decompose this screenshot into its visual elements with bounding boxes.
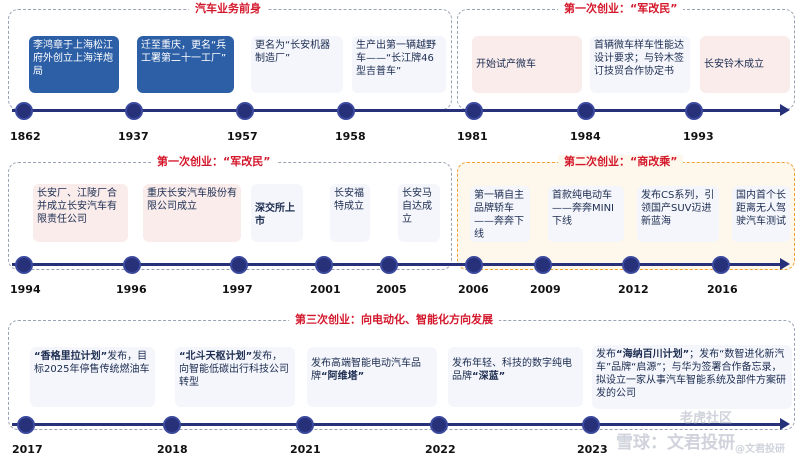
event-box: 长安厂、江陵厂合并成立长安汽车有限责任公司 — [33, 184, 128, 242]
timeline-arrow-icon — [780, 418, 790, 430]
year-label: 2018 — [157, 443, 188, 456]
year-label: 1996 — [116, 283, 147, 296]
event-box: “香格里拉计划”发布，目标2025年停售传统燃油车 — [30, 347, 155, 407]
year-label: 2017 — [12, 443, 43, 456]
year-label: 1981 — [457, 130, 488, 143]
event-box: 长安铃木成立 — [700, 36, 790, 93]
event-text: 发布 — [596, 349, 616, 360]
event-text: 发布高端智能电动汽车品牌 — [311, 358, 421, 382]
year-label: 2023 — [577, 443, 608, 456]
event-box: 发布年轻、科技的数字纯电品牌“深蓝” — [448, 347, 583, 407]
event-box: 国内首个长距离无人驾驶汽车测试 — [732, 186, 790, 242]
section-title: 第一次创业：“军改民” — [558, 2, 684, 16]
timeline-dot — [296, 416, 314, 434]
timeline-dot — [577, 102, 595, 120]
timeline-dot — [125, 102, 143, 120]
group-first-startup-b: 第一次创业：“军改民” — [8, 155, 452, 270]
timeline-dot — [380, 256, 398, 274]
year-label: 1862 — [10, 130, 41, 143]
timeline-dot — [622, 256, 640, 274]
section-title: 汽车业务前身 — [189, 2, 267, 16]
year-label: 2012 — [618, 283, 649, 296]
section-title: 第三次创业：向电动化、智能化方向发展 — [289, 313, 499, 327]
year-label: 2021 — [290, 443, 321, 456]
year-label: 2006 — [458, 283, 489, 296]
year-label: 2009 — [530, 283, 561, 296]
event-box: 第一辆自主品牌轿车——奔奔下线 — [470, 186, 530, 242]
year-label: 1994 — [10, 283, 41, 296]
timeline-dot — [17, 416, 35, 434]
event-box: “北斗天枢计划”发布，向智能低碳出行科技公司转型 — [175, 347, 295, 407]
timeline-dot — [465, 102, 483, 120]
year-label: 1993 — [683, 130, 714, 143]
timeline-dot — [163, 416, 181, 434]
year-label: 1984 — [570, 130, 601, 143]
year-label: 1997 — [222, 283, 253, 296]
event-highlight: “海纳百川计划” — [616, 349, 690, 360]
timeline-dot — [236, 102, 254, 120]
timeline-dot — [315, 256, 333, 274]
event-text: 发布年轻、科技的数字纯电品牌 — [452, 358, 572, 382]
timeline-dot — [123, 256, 141, 274]
timeline-dot — [685, 102, 703, 120]
event-box: 生产出第一辆越野车——“长江牌46型吉普车” — [352, 36, 446, 93]
timeline-dot — [430, 416, 448, 434]
timeline-axis — [12, 423, 782, 426]
timeline-dot — [15, 256, 33, 274]
event-box: 重庆长安汽车股份有限公司成立 — [143, 184, 241, 242]
timeline-dot — [712, 256, 730, 274]
section-title: 第一次创业：“军改民” — [151, 155, 277, 169]
event-highlight: “香格里拉计划” — [34, 351, 108, 362]
event-box: 发布高端智能电动汽车品牌“阿维塔” — [307, 347, 437, 407]
section-title: 第二次创业：“商改乘” — [558, 155, 684, 169]
event-text: ；发布“数智进化新汽车”品牌“启源”；与华为签署合作备忘录，拟设立一家从事汽车智… — [596, 349, 786, 399]
event-box: 首款纯电动车——奔奔MINI下线 — [548, 186, 624, 242]
timeline-dot — [15, 102, 33, 120]
timeline-arrow-icon — [780, 258, 790, 270]
year-label: 1957 — [227, 130, 258, 143]
event-box: 长安福特成立 — [330, 184, 370, 242]
event-text: 发布，向智能低碳出行科技公司转型 — [179, 351, 289, 388]
event-box: 深交所上市 — [251, 184, 303, 242]
event-highlight: “深蓝” — [472, 371, 506, 382]
year-label: 2005 — [376, 283, 407, 296]
timeline-arrow-icon — [780, 104, 790, 116]
timeline-dot — [337, 102, 355, 120]
timeline-dot — [465, 256, 483, 274]
event-box: 开始试产微车 — [472, 36, 582, 93]
year-label: 2016 — [707, 283, 738, 296]
event-box: 更名为“长安机器制造厂” — [251, 36, 343, 93]
event-box: 长安马自达成立 — [398, 184, 440, 242]
event-highlight: “阿维塔” — [321, 371, 365, 382]
year-label: 2022 — [425, 443, 456, 456]
timeline-dot — [582, 416, 600, 434]
event-box: 发布“海纳百川计划”；发布“数智进化新汽车”品牌“启源”；与华为签署合作备忘录，… — [592, 345, 792, 409]
event-box: 李鸿章于上海松江府外创立上海洋炮局 — [29, 36, 119, 93]
group-third-startup: 第三次创业：向电动化、智能化方向发展 — [8, 313, 795, 430]
timeline-axis — [12, 109, 782, 112]
year-label: 1958 — [335, 130, 366, 143]
watermark-text: 雪球：文君投研 — [616, 433, 735, 453]
watermark-text: 老虎社区 — [680, 411, 733, 426]
event-highlight: “北斗天枢计划” — [179, 351, 253, 362]
watermark-text: @文君投研 — [735, 444, 785, 455]
event-box: 迁至重庆，更名“兵工署第二十一工厂” — [137, 36, 234, 93]
year-label: 2001 — [310, 283, 341, 296]
timeline-dot — [534, 256, 552, 274]
timeline-dot — [230, 256, 248, 274]
event-box: 首辆微车样车性能达设计要求；与铃木签订技贸合作协定书 — [590, 36, 690, 93]
event-text: 发布，目标2025年停售传统燃油车 — [34, 351, 150, 375]
event-box: 发布CS系列，引领国产SUV迈进新蓝海 — [637, 186, 719, 242]
year-label: 1937 — [118, 130, 149, 143]
